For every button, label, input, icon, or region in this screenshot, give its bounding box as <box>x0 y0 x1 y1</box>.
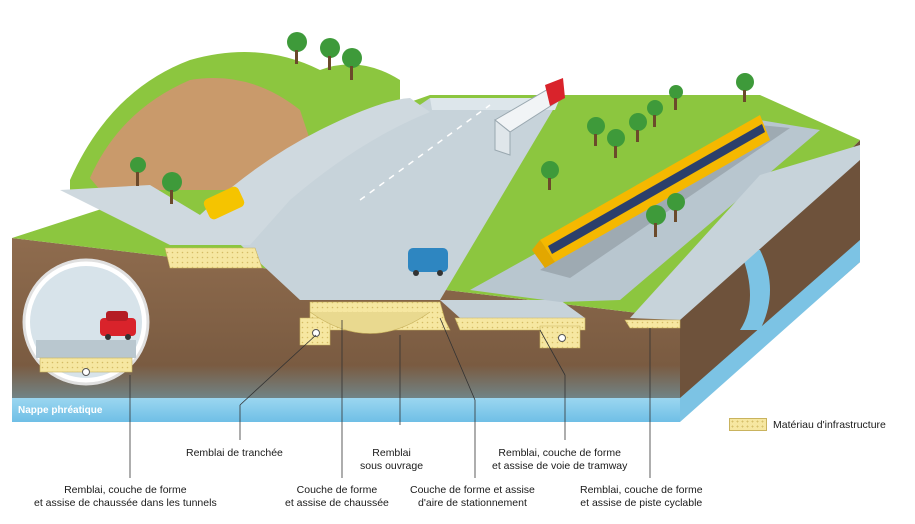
callout-lines <box>129 317 651 478</box>
trees <box>130 32 754 237</box>
legend-swatch <box>729 418 767 431</box>
callout-trench-line-1: Remblai de tranchée <box>186 447 283 459</box>
groundwater <box>12 240 860 422</box>
truck <box>494 78 565 156</box>
callout-roadway: Couche de forme et assise de chaussée <box>285 484 389 510</box>
callout-under-structure-line-1: Remblai <box>372 447 411 459</box>
callout-under-structure: Remblai sous ouvrage <box>360 447 423 473</box>
callout-cycle-path-line-1: Remblai, couche de forme <box>580 484 703 496</box>
tunnel-car <box>100 311 136 340</box>
callout-tramway: Remblai, couche de forme et assise de vo… <box>492 447 627 473</box>
callout-cycle-path-line-2: et assise de piste cyclable <box>580 497 703 509</box>
callout-under-structure-line-2: sous ouvrage <box>360 460 424 472</box>
callout-tramway-line-2: et assise de voie de tramway <box>492 460 628 472</box>
legend-label: Matériau d'infrastructure <box>773 418 886 431</box>
tunnel <box>22 258 150 386</box>
road-fill-layer <box>299 301 451 346</box>
parking-fill-layer <box>440 300 586 349</box>
callout-roadway-line-1: Couche de forme <box>296 484 378 496</box>
callout-trench: Remblai de tranchée <box>186 447 283 460</box>
callout-tunnels-line-2: et assise de chaussée dans les tunnels <box>34 497 217 509</box>
water-table-label: Nappe phréatique <box>18 405 103 416</box>
callout-tramway-line-1: Remblai, couche de forme <box>498 447 621 459</box>
callout-parking-line-2: d'aire de stationnement <box>418 497 527 509</box>
cycle-path <box>624 145 860 329</box>
callout-tunnels-line-1: Remblai, couche de forme <box>64 484 187 496</box>
callout-tunnels: Remblai, couche de forme et assise de ch… <box>34 484 217 510</box>
legend: Matériau d'infrastructure <box>729 418 886 431</box>
callout-cycle-path: Remblai, couche de forme et assise de pi… <box>580 484 703 510</box>
bridge-fill <box>164 247 263 269</box>
yellow-car <box>203 186 245 220</box>
callout-roadway-line-2: et assise de chaussée <box>285 497 389 509</box>
blue-car <box>408 248 448 276</box>
tramway <box>532 115 770 268</box>
callout-parking-line-1: Couche de forme et assise <box>410 484 535 496</box>
callout-parking: Couche de forme et assise d'aire de stat… <box>410 484 535 510</box>
